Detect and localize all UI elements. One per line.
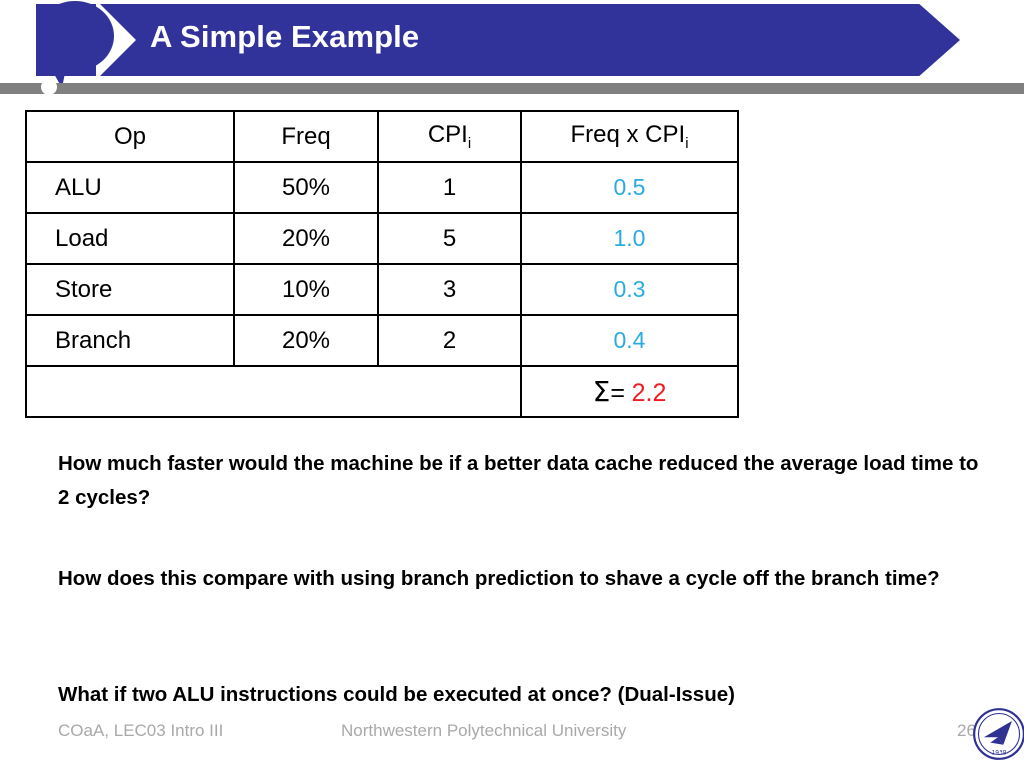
cell-op: Store — [25, 263, 235, 316]
sigma-icon: Σ — [592, 375, 611, 408]
cell-freq: 20% — [233, 314, 379, 367]
cell-product: 0.5 — [520, 161, 739, 214]
column-header-freq: Freq — [233, 110, 379, 163]
cell-op: Branch — [25, 314, 235, 367]
sum-equals: = — [610, 379, 625, 407]
speech-bubble-icon — [36, 1, 114, 71]
sum-value: 2.2 — [631, 379, 667, 407]
table-row: Branch 20% 2 0.4 — [25, 314, 739, 367]
npu-seal-logo-icon: 1938 — [973, 708, 1024, 760]
table-row: ALU 50% 1 0.5 — [25, 161, 739, 214]
cell-product-value: 0.3 — [613, 275, 646, 302]
table-row: Load 20% 5 1.0 — [25, 212, 739, 265]
column-header-product: Freq x CPIi — [520, 110, 739, 163]
cell-freq: 10% — [233, 263, 379, 316]
cell-product: 0.4 — [520, 314, 739, 367]
column-header-product-subscript: i — [685, 135, 689, 152]
cell-freq: 20% — [233, 212, 379, 265]
table-header-row: Op Freq CPIi Freq x CPIi — [25, 110, 739, 163]
cell-product-value: 1.0 — [613, 224, 646, 251]
cell-op: Load — [25, 212, 235, 265]
cell-product-value: 0.4 — [613, 326, 646, 353]
cell-cpi: 2 — [377, 314, 522, 367]
question-3: What if two ALU instructions could be ex… — [58, 683, 735, 706]
cell-freq: 50% — [233, 161, 379, 214]
cell-product: 0.3 — [520, 263, 739, 316]
table-row: Store 10% 3 0.3 — [25, 263, 739, 316]
cell-cpi: 3 — [377, 263, 522, 316]
bubble-dot-icon — [41, 79, 57, 95]
cell-product: 1.0 — [520, 212, 739, 265]
page-title: A Simple Example — [150, 19, 420, 54]
question-1: How much faster would the machine be if … — [58, 452, 979, 509]
svg-text:1938: 1938 — [991, 750, 1006, 757]
header-divider — [0, 83, 1024, 94]
banner-arrow-shape — [36, 4, 960, 76]
sum-cell: Σ= 2.2 — [520, 365, 739, 418]
cell-cpi: 5 — [377, 212, 522, 265]
sum-row-blank-cell — [25, 365, 522, 418]
column-header-cpi-subscript: i — [467, 135, 472, 152]
footer-course-label: COaA, LEC03 Intro III — [58, 721, 224, 740]
column-header-product-text: Freq x CPI — [570, 121, 686, 149]
question-2: How does this compare with using branch … — [58, 567, 940, 590]
cell-product-value: 0.5 — [613, 173, 646, 200]
cpi-table: Op Freq CPIi Freq x CPIi ALU 50% 1 0.5 L… — [25, 110, 739, 418]
cell-cpi: 1 — [377, 161, 522, 214]
column-header-op: Op — [25, 110, 235, 163]
slide-title-banner: A Simple Example — [0, 0, 1024, 95]
column-header-cpi: CPIi — [377, 110, 522, 163]
footer-page-number: 26 — [957, 721, 976, 740]
column-header-cpi-text: CPI — [427, 121, 468, 149]
cell-op: ALU — [25, 161, 235, 214]
table-sum-row: Σ= 2.2 — [25, 365, 739, 418]
footer-university-label: Northwestern Polytechnical University — [341, 721, 627, 740]
